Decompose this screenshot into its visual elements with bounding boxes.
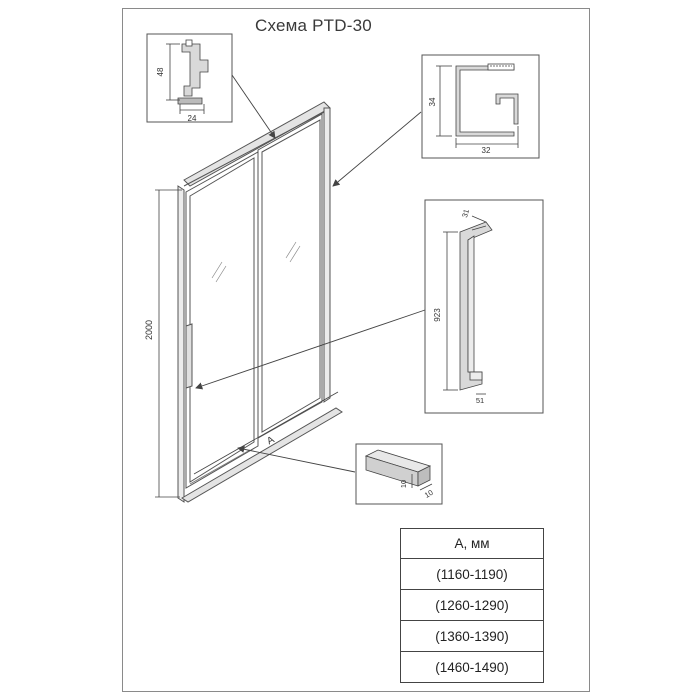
bar-shape <box>364 449 432 487</box>
size-table-header: A, мм <box>400 528 544 559</box>
bar-height-dim: 10 <box>399 480 408 488</box>
size-table-row: (1260-1290) <box>400 589 544 621</box>
size-table: A, мм (1160-1190) (1260-1290) (1360-1390… <box>400 528 544 683</box>
frame-profile-section <box>455 63 519 137</box>
top-profile-section <box>177 39 209 105</box>
frame-profile-width: 32 <box>482 146 491 155</box>
leader-arrows <box>195 74 426 473</box>
drawing-title: Схема PTD-30 <box>255 16 372 35</box>
height-dimension <box>155 189 182 498</box>
detail-bar: 10 10 <box>355 443 443 505</box>
handle-bottom-dim: 51 <box>476 396 484 405</box>
size-table-row: (1360-1390) <box>400 620 544 652</box>
bar-width-dim: 10 <box>423 488 435 500</box>
handle-top-dim: 31 <box>460 208 471 218</box>
width-label: A <box>265 434 276 447</box>
sheet-border <box>122 8 590 692</box>
detail-handle: 31 923 51 <box>424 199 544 414</box>
handle-shape <box>459 221 493 391</box>
handle-height-dim: 923 <box>433 308 442 322</box>
size-table-row: (1460-1490) <box>400 651 544 683</box>
frame-profile-height: 34 <box>428 97 437 106</box>
door-assembly <box>177 101 343 503</box>
top-profile-height: 48 <box>156 67 165 76</box>
detail-box <box>424 199 544 414</box>
width-dimension <box>193 391 339 475</box>
detail-box <box>421 54 540 159</box>
detail-top-profile: 48 24 <box>146 33 233 123</box>
top-profile-width: 24 <box>188 114 197 123</box>
height-label: 2000 <box>144 320 154 340</box>
size-table-row: (1160-1190) <box>400 558 544 590</box>
detail-frame-profile: 34 32 <box>421 54 540 159</box>
